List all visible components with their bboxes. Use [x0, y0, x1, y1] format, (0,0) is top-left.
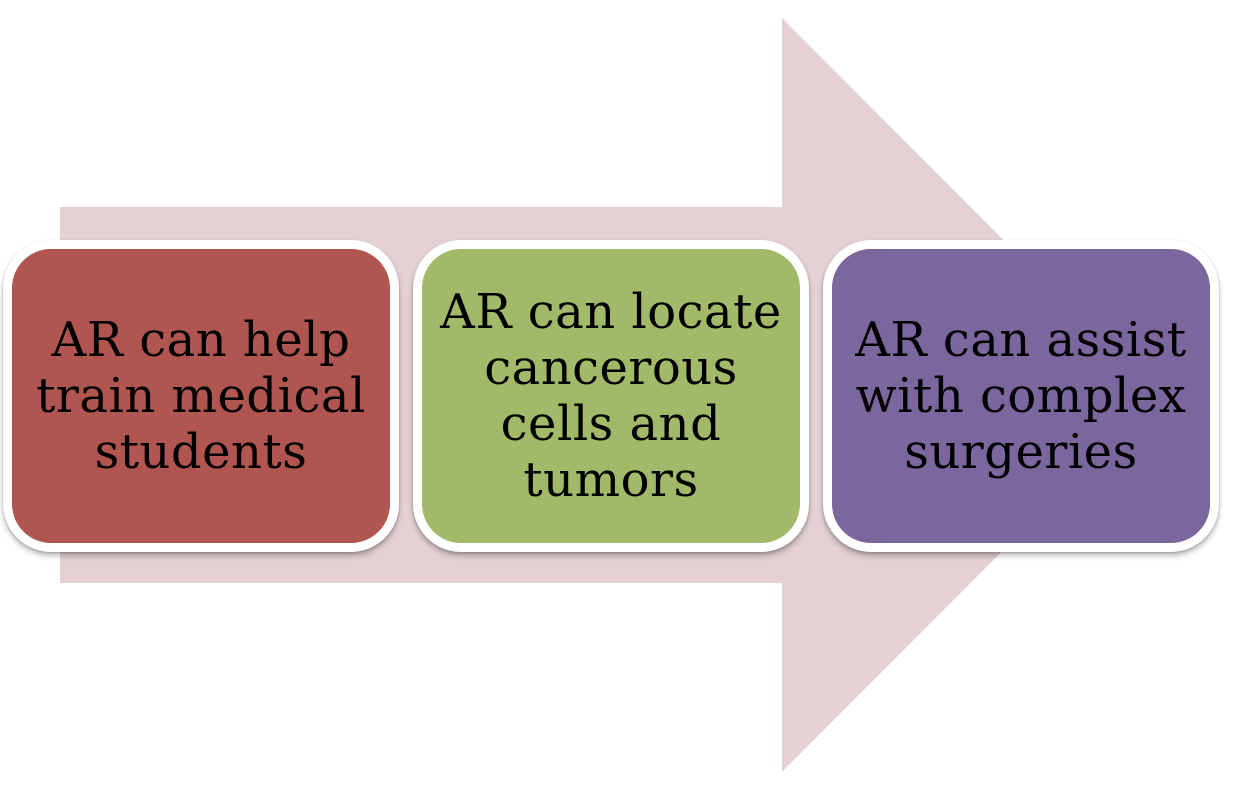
step-label: AR can help train medical students [36, 312, 366, 480]
step-label: AR can assist with complex surgeries [855, 312, 1187, 480]
step-box-assist-surgeries: AR can assist with complex surgeries [823, 240, 1219, 552]
step-box-train-students: AR can help train medical students [3, 240, 399, 552]
step-label: AR can locate cancerous cells and tumors [440, 284, 782, 508]
step-box-locate-tumors: AR can locate cancerous cells and tumors [413, 240, 809, 552]
